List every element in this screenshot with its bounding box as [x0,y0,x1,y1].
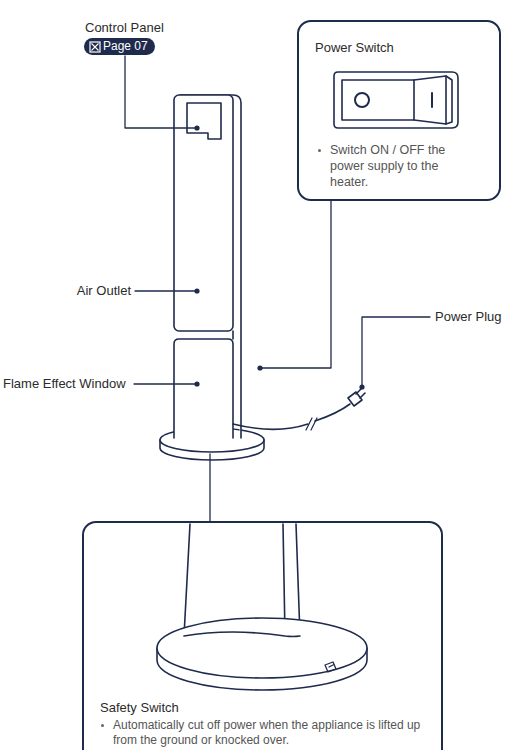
safety-switch-icon [325,662,336,672]
page-icon-frame [90,42,100,52]
part-label: Flame Effect Window [3,376,126,391]
bullet-dot [318,149,321,152]
tower-edge-zoom [184,524,190,636]
callout-dot [359,384,364,389]
callout-dot [257,365,262,370]
leader-line [125,56,195,128]
callout-title: Power Switch [315,40,394,56]
rocker-raised [414,76,446,124]
leader-line [134,383,195,384]
callout-box: Safety SwitchAutomatically cut off power… [82,521,443,750]
tower-foot-zoom [184,632,300,637]
page-reference: Page 07 [103,39,148,54]
power-cord [233,424,308,429]
leader-line [262,201,331,368]
callout-description: Automatically cut off power when the app… [113,718,438,747]
callout-dot [194,125,199,130]
part-label: Control Panel [85,20,164,35]
callout-description: Switch ON / OFF the power supply to the … [330,142,470,190]
power-plug [348,392,362,406]
plug-prong [360,393,365,398]
callout-dot [194,288,199,293]
callout-title: Safety Switch [100,700,179,716]
cord-break [311,418,317,430]
tower-upper [174,95,233,331]
rocker-switch [334,72,458,128]
page-icon-cross [92,43,99,50]
control-panel [187,103,221,139]
part-label: Air Outlet [77,283,131,298]
base-top-zoom [157,618,367,678]
page-reference-badge: Page 07 [84,38,155,55]
callout-box: Power SwitchSwitch ON / OFF the power su… [297,20,501,201]
on-symbol [431,93,433,107]
power-cord [315,404,350,421]
leader-line [362,317,430,386]
tower-joint [232,331,234,339]
off-symbol [355,93,369,107]
part-label: Power Plug [435,309,501,324]
rocker-edge [446,76,452,124]
callout-dot [194,381,199,386]
bullet-dot [101,724,104,727]
rocker-face [342,80,414,120]
plug-prong [356,389,361,394]
cord-break [306,418,312,430]
tower-lower [174,339,233,438]
leader-line [135,290,195,291]
leader-line [209,454,210,521]
page-icon [89,41,101,53]
